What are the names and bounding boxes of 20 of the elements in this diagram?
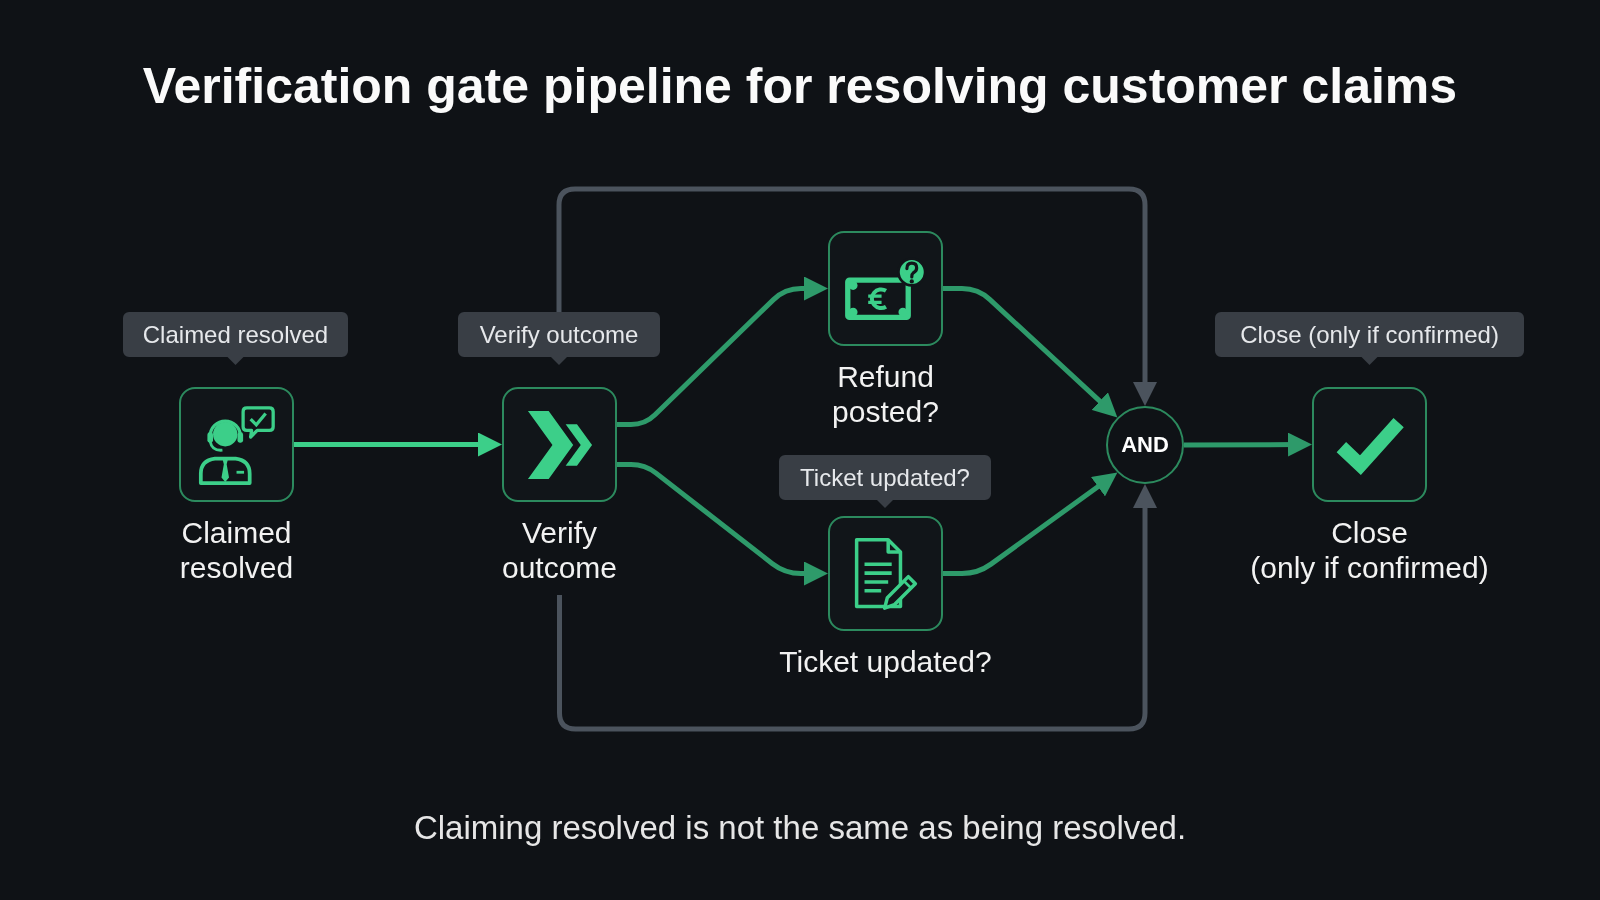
step-label: Ticket updated? xyxy=(778,644,993,679)
diagram-title: Verification gate pipeline for resolving customer claims xyxy=(142,57,1458,116)
caption-text: Claiming resolved is not the same as being resolved. xyxy=(413,809,1187,847)
step-label: Refund posted? xyxy=(831,359,940,429)
callout-tooltip: Verify outcome xyxy=(458,312,660,365)
step-label: Close (only if confirmed) xyxy=(1249,515,1490,585)
callout-tooltip: Claimed resolved xyxy=(123,312,348,365)
step-label: Verify outcome xyxy=(500,515,619,585)
arrow xyxy=(1184,432,1312,457)
gate-circle: AND xyxy=(1106,406,1184,484)
step-label: Claimed resolved xyxy=(178,515,295,585)
callout-tooltip: Ticket updated? xyxy=(779,455,991,508)
arrow xyxy=(943,286,1120,420)
arrow xyxy=(294,432,502,457)
arrow xyxy=(617,462,828,586)
arrow xyxy=(556,186,1157,406)
arrow xyxy=(617,276,828,427)
arrow xyxy=(557,484,1157,732)
arrow xyxy=(943,470,1119,576)
callout-tooltip: Close (only if confirmed) xyxy=(1215,312,1524,365)
